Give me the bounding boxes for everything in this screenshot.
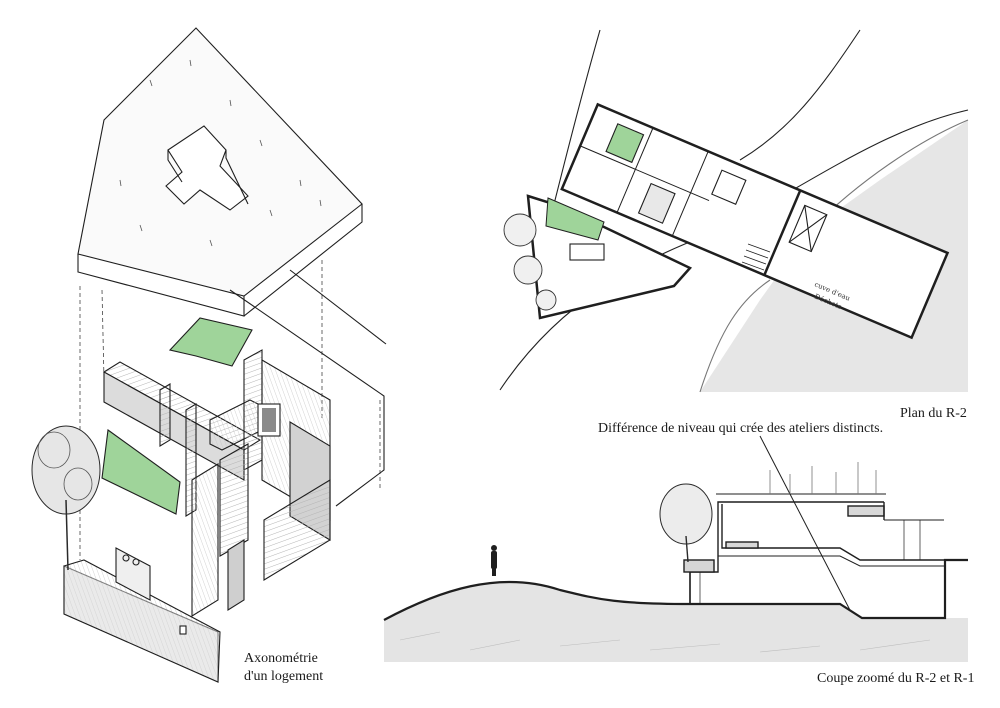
section-building <box>683 493 944 604</box>
human-figure-icon <box>491 545 497 576</box>
unit-walls <box>102 349 331 617</box>
green-terrace-top <box>168 317 253 367</box>
section-ground <box>384 581 968 662</box>
section-tree <box>659 483 713 563</box>
green-terrace-lower <box>101 429 181 515</box>
section-note-leader <box>759 435 853 615</box>
tree-axonometry <box>31 425 101 571</box>
axonometry-drawing <box>63 27 387 683</box>
kitchen-counter <box>115 547 151 601</box>
axonometry-label: Axonométrie d'un logement <box>244 650 323 685</box>
roof-slab <box>77 27 363 317</box>
plan-stairs <box>741 243 771 271</box>
plan-green-room <box>545 197 605 241</box>
plan-drawing: cuve d'eau Déchets <box>499 29 969 393</box>
axonometry-label-line1: Axonométrie <box>244 651 318 666</box>
section-label: Coupe zoomé du R-2 et R-1 <box>817 671 975 686</box>
base-wall <box>63 559 221 683</box>
section-drawing <box>383 462 968 662</box>
plan-label: Plan du R-2 <box>900 406 967 421</box>
projection-lines <box>79 260 381 560</box>
plan-trees <box>503 213 557 311</box>
plan-building <box>560 102 950 340</box>
axonometry-label-line2: d'un logement <box>244 668 324 684</box>
section-note: Différence de niveau qui crée des atelie… <box>598 421 884 436</box>
section-roof-vegetation <box>769 462 877 494</box>
